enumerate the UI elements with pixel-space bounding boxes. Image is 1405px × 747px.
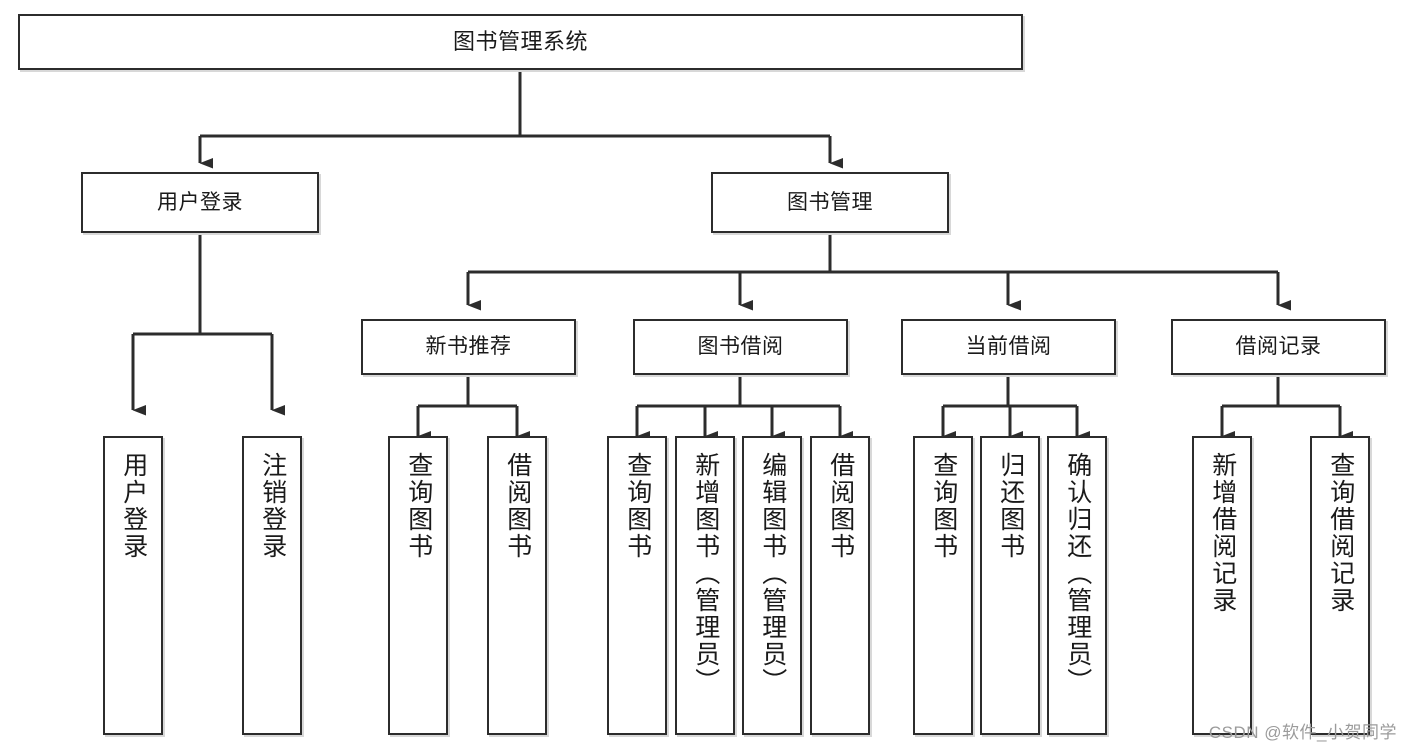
node-user-login[interactable]: 用户登录 [81,172,319,233]
node-leaf-confirm-return-label: 确认归还（管理员） [1063,452,1092,695]
node-leaf-query-book-1-label: 查询图书 [404,452,433,560]
node-root[interactable]: 图书管理系统 [18,14,1023,70]
node-borrow-record-label: 借阅记录 [1235,335,1322,359]
node-book-borrow-label: 图书借阅 [697,335,784,359]
node-leaf-query-record[interactable]: 查询借阅记录 [1310,436,1370,735]
node-new-book-recommend[interactable]: 新书推荐 [361,319,576,375]
node-leaf-borrow-book-2[interactable]: 借阅图书 [810,436,870,735]
node-leaf-query-book-2-label: 查询图书 [623,452,652,560]
node-leaf-add-book[interactable]: 新增图书（管理员） [675,436,735,735]
node-new-book-recommend-label: 新书推荐 [425,335,512,359]
node-leaf-add-record-label: 新增借阅记录 [1208,452,1237,614]
node-leaf-query-book-3[interactable]: 查询图书 [913,436,973,735]
node-leaf-borrow-book-2-label: 借阅图书 [826,452,855,560]
node-leaf-logout-login[interactable]: 注销登录 [242,436,302,735]
node-leaf-query-book-3-label: 查询图书 [929,452,958,560]
node-leaf-add-record[interactable]: 新增借阅记录 [1192,436,1252,735]
node-book-manage-label: 图书管理 [787,190,873,214]
node-leaf-query-book-2[interactable]: 查询图书 [607,436,667,735]
node-book-manage[interactable]: 图书管理 [711,172,949,233]
node-leaf-borrow-book-1-label: 借阅图书 [503,452,532,560]
node-leaf-borrow-book-1[interactable]: 借阅图书 [487,436,547,735]
node-leaf-query-record-label: 查询借阅记录 [1326,452,1355,614]
watermark-text: CSDN @软件_小贺同学 [1208,723,1397,742]
node-leaf-return-book-label: 归还图书 [996,452,1025,560]
node-leaf-edit-book-label: 编辑图书（管理员） [758,452,787,695]
node-leaf-return-book[interactable]: 归还图书 [980,436,1040,735]
node-root-label: 图书管理系统 [452,28,588,54]
node-leaf-query-book-1[interactable]: 查询图书 [388,436,448,735]
node-borrow-record[interactable]: 借阅记录 [1171,319,1386,375]
node-leaf-confirm-return[interactable]: 确认归还（管理员） [1047,436,1107,735]
node-leaf-add-book-label: 新增图书（管理员） [691,452,720,695]
node-leaf-user-login[interactable]: 用户登录 [103,436,163,735]
node-current-borrow[interactable]: 当前借阅 [901,319,1116,375]
node-book-borrow[interactable]: 图书借阅 [633,319,848,375]
node-leaf-edit-book[interactable]: 编辑图书（管理员） [742,436,802,735]
node-leaf-user-login-label: 用户登录 [119,452,148,560]
node-leaf-logout-login-label: 注销登录 [258,452,287,560]
node-current-borrow-label: 当前借阅 [965,335,1052,359]
node-user-login-label: 用户登录 [157,190,243,214]
